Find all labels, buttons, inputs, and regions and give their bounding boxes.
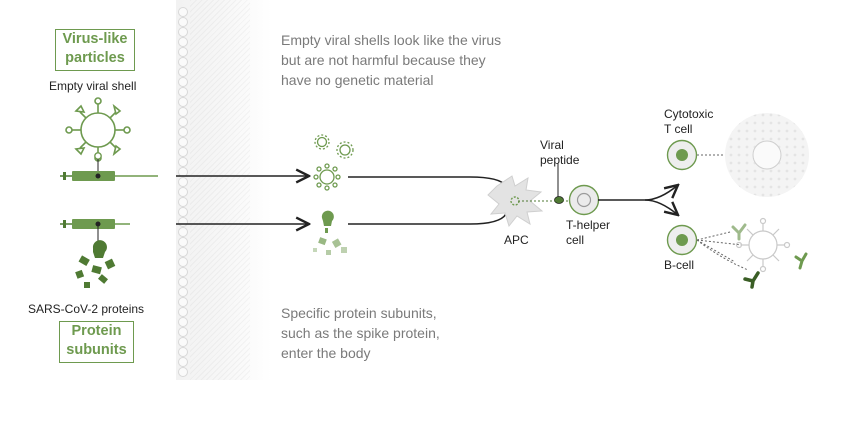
- antibody-release-lines: [696, 231, 749, 271]
- antibody-icons: [731, 223, 808, 289]
- viral-peptide-line1: Viral: [540, 138, 564, 152]
- cell-membrane-band: [176, 0, 272, 380]
- protein-subunits-line1: Protein: [71, 323, 122, 339]
- t-helper-line1: T-helper: [566, 218, 611, 232]
- apc-label: APC: [504, 233, 529, 247]
- viral-peptide-icon: [554, 196, 564, 204]
- virus-target-icon: [735, 217, 791, 273]
- sars-cov-2-proteins-label: SARS-CoV-2 proteins: [28, 302, 145, 316]
- branch-arrows: [598, 185, 678, 215]
- viral-peptide-label: Viral peptide: [540, 138, 579, 168]
- membrane-hatching: [190, 0, 250, 380]
- cytotoxic-t-cell-icon: [666, 139, 698, 171]
- top-caption-line1: Empty viral shells look like the virus: [281, 32, 502, 48]
- syringe-bottom-icon: [60, 219, 130, 246]
- b-cell-icon: [666, 224, 698, 256]
- protein-fragments-icon: [75, 240, 116, 288]
- syringe-top-icon: [60, 171, 158, 181]
- shell-anchor-dot: [94, 152, 102, 160]
- small-viral-particles-icon: [313, 134, 354, 191]
- virus-like-particles-box: Virus-like particles: [55, 29, 135, 71]
- protein-subunits-box: Protein subunits: [59, 321, 134, 363]
- viral-peptide-line2: peptide: [540, 153, 580, 167]
- bottom-caption-line2: such as the spike protein,: [281, 325, 440, 341]
- top-caption: Empty viral shells look like the virus b…: [281, 30, 541, 90]
- top-caption-line3: have no genetic material: [281, 72, 434, 88]
- empty-viral-shell-icon: [65, 97, 131, 162]
- apc-cell-icon: [487, 175, 544, 228]
- membrane-circles: [178, 7, 188, 377]
- bottom-caption-line1: Specific protein subunits,: [281, 305, 437, 321]
- bottom-caption-line3: enter the body: [281, 345, 371, 361]
- t-helper-label: T-helper cell: [566, 218, 610, 248]
- virus-like-particles-line2: particles: [65, 50, 125, 66]
- top-caption-line2: but are not harmful because they: [281, 52, 486, 68]
- small-protein-fragments-icon: [313, 210, 347, 255]
- virus-like-particles-line1: Virus-like: [62, 31, 128, 47]
- empty-viral-shell-label: Empty viral shell: [49, 79, 137, 93]
- t-helper-cell-icon: [568, 184, 600, 216]
- cytotoxic-line2: T cell: [664, 122, 693, 136]
- protein-subunits-line2: subunits: [66, 342, 127, 358]
- b-cell-label: B-cell: [664, 258, 695, 272]
- paths-to-apc: [348, 176, 507, 225]
- entry-arrows: [176, 176, 309, 224]
- cytotoxic-label: Cytotoxic T cell: [664, 107, 713, 137]
- infected-cell-icon: [725, 113, 809, 197]
- cytotoxic-line1: Cytotoxic: [664, 107, 714, 121]
- t-helper-line2: cell: [566, 233, 585, 247]
- bottom-caption: Specific protein subunits, such as the s…: [281, 303, 541, 363]
